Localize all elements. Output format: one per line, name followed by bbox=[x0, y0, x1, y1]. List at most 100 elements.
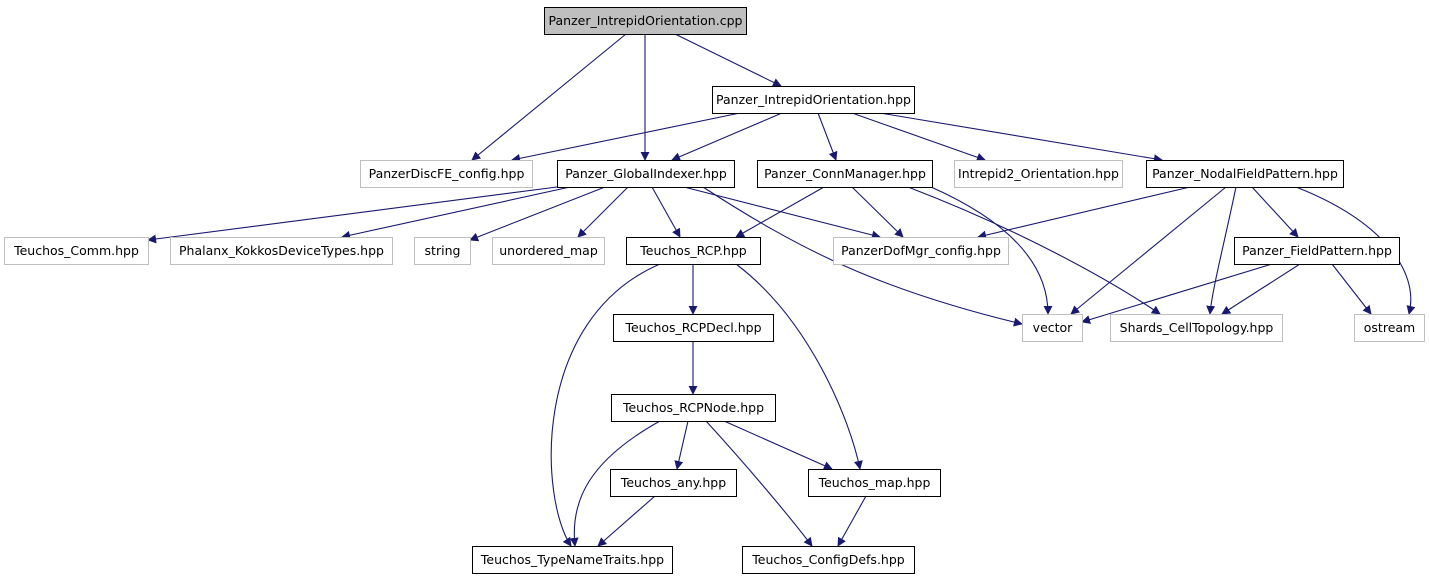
node-vector: vector bbox=[1022, 314, 1083, 342]
node-panzer-intrepidorientation[interactable]: Panzer_IntrepidOrientation.hpp bbox=[712, 86, 915, 114]
node-label: Teuchos_map.hpp bbox=[818, 475, 931, 490]
edges bbox=[147, 33, 1416, 547]
node-box[interactable] bbox=[472, 546, 673, 574]
edge-rcpnode-to-any bbox=[674, 420, 689, 470]
edge-rcp-to-map bbox=[735, 263, 863, 470]
nodes: Panzer_IntrepidOrientation.cppPanzer_Int… bbox=[4, 7, 1425, 574]
node-label: Teuchos_RCPDecl.hpp bbox=[624, 320, 761, 335]
node-box bbox=[492, 237, 605, 265]
node-ostream: ostream bbox=[1354, 314, 1425, 342]
node-box[interactable] bbox=[1146, 160, 1344, 188]
node-teuchos-rcpdecl[interactable]: Teuchos_RCPDecl.hpp bbox=[613, 314, 774, 342]
node-panzer-connmanager[interactable]: Panzer_ConnManager.hpp bbox=[757, 160, 933, 188]
node-phalanx-kokkosdevicetypes: Phalanx_KokkosDeviceTypes.hpp bbox=[170, 237, 393, 265]
node-label: Intrepid2_Orientation.hpp bbox=[958, 166, 1119, 181]
node-label: Teuchos_any.hpp bbox=[620, 475, 726, 490]
node-unordered-map: unordered_map bbox=[492, 237, 605, 265]
node-label: Teuchos_RCP.hpp bbox=[639, 243, 747, 258]
edge-any-to-typename bbox=[597, 495, 656, 547]
edge-iohpp-to-gidx bbox=[671, 112, 783, 161]
node-label: PanzerDofMgr_config.hpp bbox=[841, 243, 1001, 258]
edge-gidx-to-rcp bbox=[651, 186, 681, 238]
edge-gidx-to-string bbox=[469, 186, 606, 242]
node-box bbox=[1110, 314, 1283, 342]
node-box[interactable] bbox=[808, 469, 941, 497]
node-teuchos-any[interactable]: Teuchos_any.hpp bbox=[610, 469, 737, 497]
node-panzer-fieldpattern[interactable]: Panzer_FieldPattern.hpp bbox=[1234, 237, 1400, 265]
node-box[interactable] bbox=[626, 237, 761, 265]
node-label: Teuchos_Comm.hpp bbox=[13, 243, 139, 258]
node-label: PanzerDiscFE_config.hpp bbox=[369, 166, 525, 181]
node-panzer-nodalfieldpattern[interactable]: Panzer_NodalFieldPattern.hpp bbox=[1146, 160, 1344, 188]
node-teuchos-rcpnode[interactable]: Teuchos_RCPNode.hpp bbox=[611, 394, 776, 422]
node-box bbox=[954, 160, 1123, 188]
node-label: Panzer_GlobalIndexer.hpp bbox=[565, 166, 727, 181]
edge-gidx-to-comm bbox=[147, 186, 558, 244]
node-label: Teuchos_RCPNode.hpp bbox=[622, 400, 764, 415]
node-box bbox=[1022, 314, 1083, 342]
node-box[interactable] bbox=[1234, 237, 1400, 265]
node-intrepid2-orientation: Intrepid2_Orientation.hpp bbox=[954, 160, 1123, 188]
node-box bbox=[170, 237, 393, 265]
edge-connmgr-to-dofmgr bbox=[851, 186, 904, 238]
edge-nodal-to-fieldpat bbox=[1251, 186, 1299, 238]
edge-nodal-to-vector bbox=[1070, 186, 1227, 315]
node-box[interactable] bbox=[757, 160, 933, 188]
edge-iohpp-to-intrepid2 bbox=[851, 112, 986, 162]
edge-cpp-to-discfe bbox=[471, 33, 627, 161]
node-box[interactable] bbox=[557, 160, 735, 188]
edge-iohpp-to-nodal bbox=[879, 112, 1163, 164]
edge-fieldpat-to-vector bbox=[1081, 263, 1273, 324]
node-label: unordered_map bbox=[499, 243, 598, 258]
node-box[interactable] bbox=[712, 86, 915, 114]
node-label: Panzer_ConnManager.hpp bbox=[764, 166, 926, 181]
node-teuchos-configdefs[interactable]: Teuchos_ConfigDefs.hpp bbox=[742, 546, 915, 574]
node-box bbox=[833, 237, 1009, 265]
node-box[interactable] bbox=[544, 7, 747, 35]
node-label: vector bbox=[1033, 320, 1074, 335]
node-label: Panzer_IntrepidOrientation.cpp bbox=[549, 13, 743, 28]
node-box[interactable] bbox=[610, 469, 737, 497]
edge-gidx-to-umap bbox=[577, 186, 629, 238]
node-box[interactable] bbox=[613, 314, 774, 342]
edge-connmgr-to-rcp bbox=[735, 186, 825, 238]
node-label: Panzer_FieldPattern.hpp bbox=[1242, 243, 1392, 258]
node-box bbox=[414, 237, 471, 265]
node-box[interactable] bbox=[611, 394, 776, 422]
edge-nodal-to-shards bbox=[1206, 186, 1237, 315]
node-teuchos-rcp[interactable]: Teuchos_RCP.hpp bbox=[626, 237, 761, 265]
node-box[interactable] bbox=[742, 546, 915, 574]
node-box bbox=[360, 160, 533, 188]
edge-rcpnode-to-configdefs bbox=[705, 420, 813, 547]
node-label: Shards_CellTopology.hpp bbox=[1120, 320, 1274, 335]
node-box bbox=[1354, 314, 1425, 342]
edge-gidx-to-vector bbox=[702, 186, 1023, 327]
edge-iohpp-to-discfe bbox=[511, 112, 741, 163]
node-label: Panzer_NodalFieldPattern.hpp bbox=[1152, 166, 1338, 181]
node-teuchos-typenametraits[interactable]: Teuchos_TypeNameTraits.hpp bbox=[472, 546, 673, 574]
node-label: string bbox=[425, 243, 461, 258]
edge-rcp-to-typename bbox=[550, 263, 661, 547]
node-panzerdofmgr-config: PanzerDofMgr_config.hpp bbox=[833, 237, 1009, 265]
node-label: Teuchos_ConfigDefs.hpp bbox=[751, 552, 904, 567]
edge-fieldpat-to-shards bbox=[1221, 263, 1301, 315]
edge-nodal-to-dofmgr bbox=[977, 186, 1191, 240]
node-panzer-globalindexer[interactable]: Panzer_GlobalIndexer.hpp bbox=[557, 160, 735, 188]
edge-fieldpat-to-ostream bbox=[1331, 263, 1372, 315]
node-panzer-intrepidorientation[interactable]: Panzer_IntrepidOrientation.cpp bbox=[544, 7, 747, 35]
node-label: ostream bbox=[1364, 320, 1415, 335]
edge-gidx-to-phalanx bbox=[341, 186, 571, 240]
node-string: string bbox=[414, 237, 471, 265]
edge-map-to-configdefs bbox=[837, 495, 867, 547]
node-panzerdiscfe-config: PanzerDiscFE_config.hpp bbox=[360, 160, 533, 188]
node-teuchos-comm: Teuchos_Comm.hpp bbox=[4, 237, 149, 265]
node-label: Phalanx_KokkosDeviceTypes.hpp bbox=[179, 243, 384, 258]
edge-rcpnode-to-map bbox=[723, 420, 833, 470]
node-label: Panzer_IntrepidOrientation.hpp bbox=[716, 92, 911, 107]
edge-connmgr-to-shards bbox=[907, 186, 1161, 315]
edge-connmgr-to-vector bbox=[930, 186, 1053, 315]
node-label: Teuchos_TypeNameTraits.hpp bbox=[480, 552, 664, 567]
node-box bbox=[4, 237, 149, 265]
node-teuchos-map[interactable]: Teuchos_map.hpp bbox=[808, 469, 941, 497]
node-shards-celltopology: Shards_CellTopology.hpp bbox=[1110, 314, 1283, 342]
